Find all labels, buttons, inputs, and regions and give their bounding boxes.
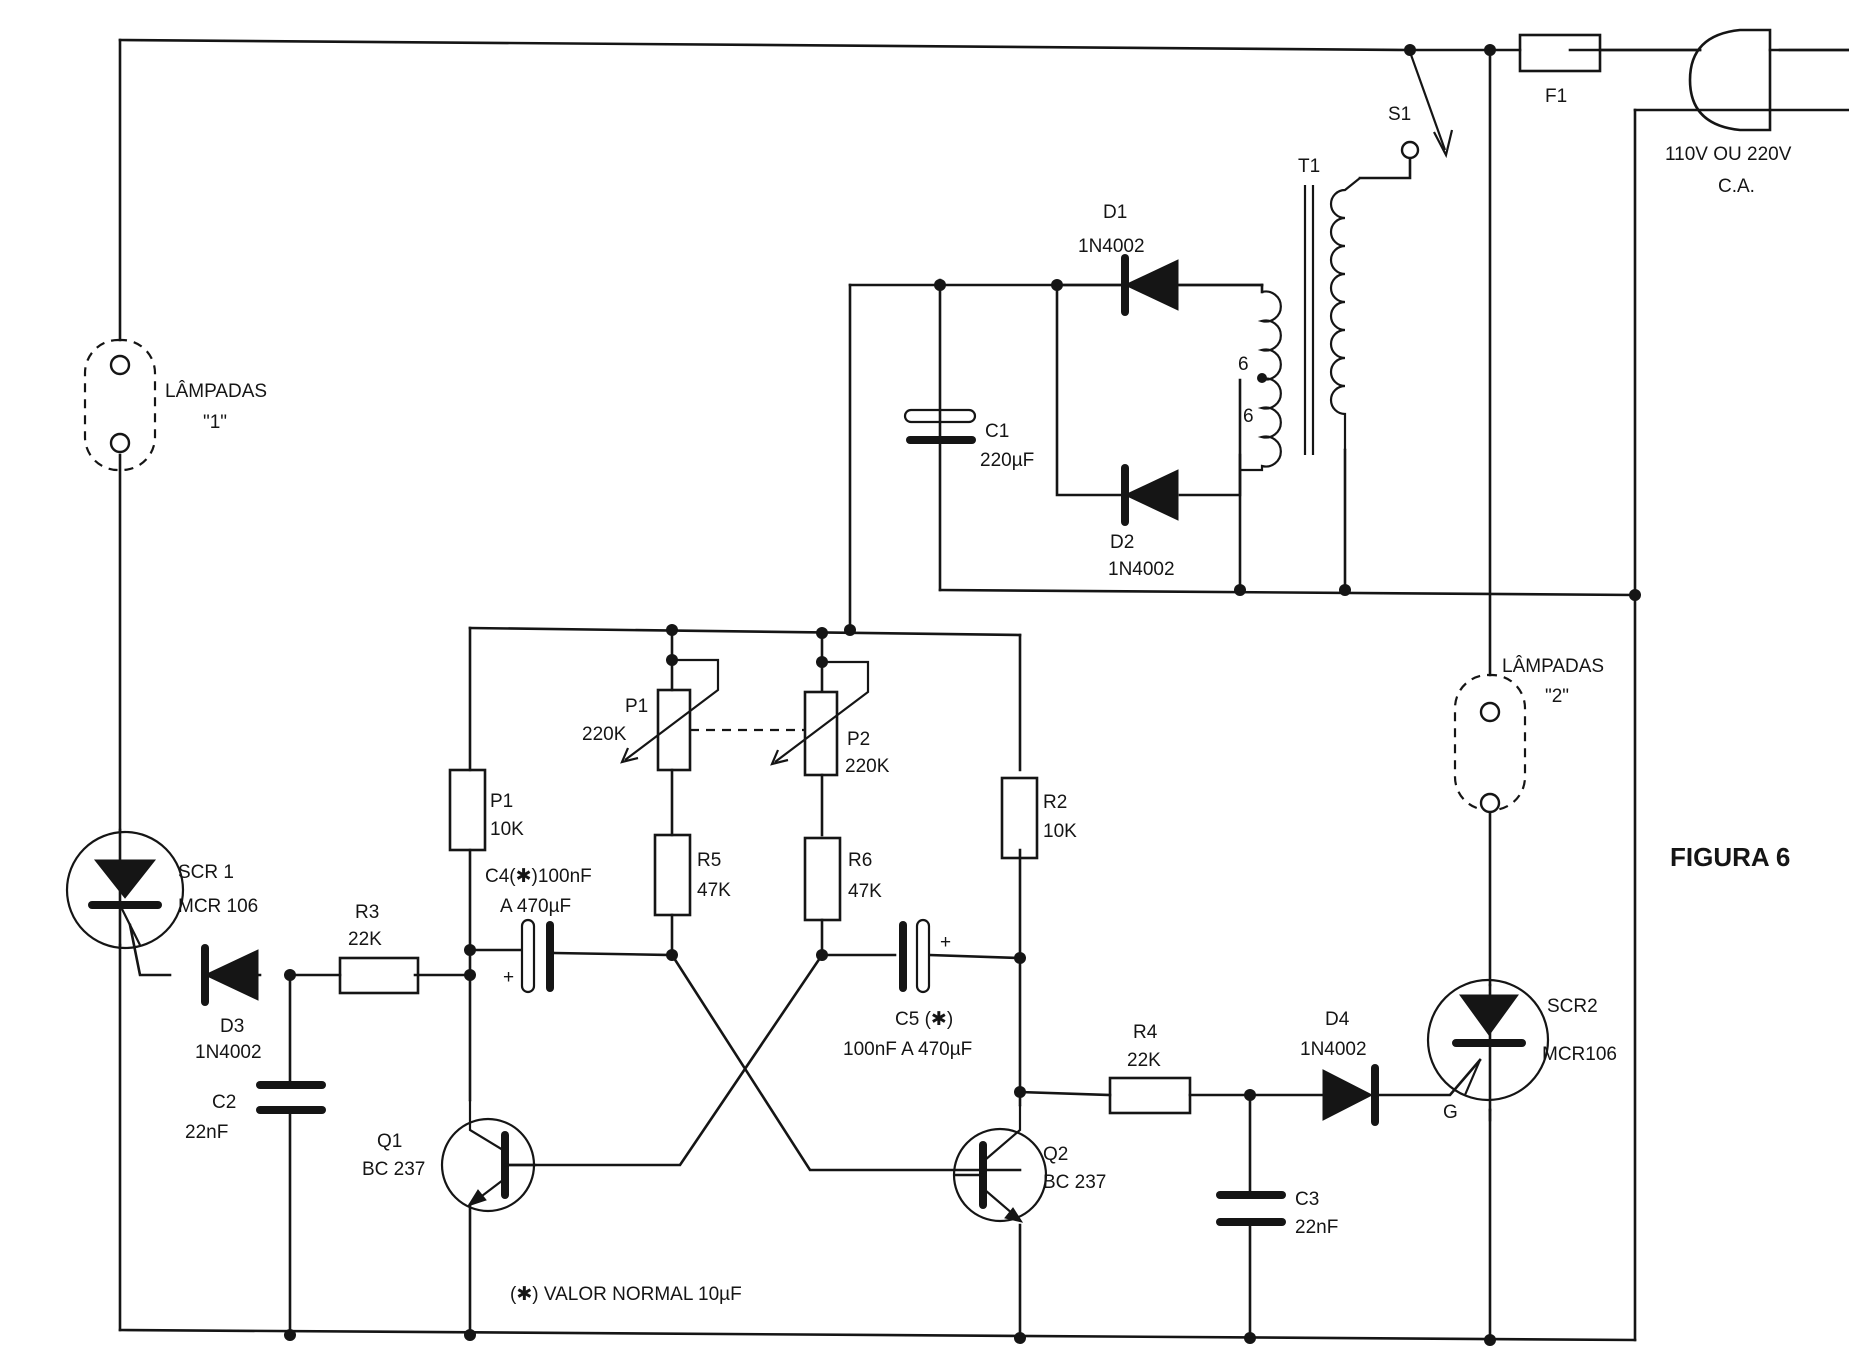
diode-d1-value: 1N4002 <box>1078 236 1145 257</box>
scr-2-symbol <box>1426 978 1550 1112</box>
transistor-q2-symbol <box>952 1105 1048 1223</box>
capacitor-c4-symbol <box>520 918 554 994</box>
capacitor-c3-symbol <box>1216 1191 1286 1226</box>
pot-p2-value: 220K <box>845 756 890 777</box>
diode-d3-symbol <box>201 944 259 1006</box>
scr-2-value: MCR106 <box>1542 1044 1617 1065</box>
transformer-tap-lower: 6 <box>1243 406 1254 427</box>
pot-p2-ref: P2 <box>847 729 870 750</box>
lamps-2-label: LÂMPADAS <box>1502 655 1604 677</box>
scr-1-ref: SCR 1 <box>178 862 234 883</box>
resistor-r3-ref: R3 <box>355 902 379 923</box>
pot-p1-ref: P1 <box>625 696 648 717</box>
diode-d3-ref: D3 <box>220 1016 244 1037</box>
resistor-r2-ref: R2 <box>1043 792 1067 813</box>
resistor-r5-ref: R5 <box>697 850 721 871</box>
capacitor-c5-ref: C5 (✱) <box>895 1009 953 1030</box>
capacitor-c4-value: A 470µF <box>500 896 571 917</box>
transformer-t1-label: T1 <box>1298 156 1320 177</box>
transistor-q2-value: BC 237 <box>1043 1172 1106 1193</box>
resistor-r5-symbol <box>653 833 692 917</box>
resistor-r5-value: 47K <box>697 880 731 901</box>
capacitor-c4-ref: C4(✱)100nF <box>485 866 592 887</box>
transistor-q2-ref: Q2 <box>1043 1144 1068 1165</box>
transformer-t1-symbol <box>1240 177 1361 472</box>
resistor-r4-ref: R4 <box>1133 1022 1158 1043</box>
transistor-q1-ref: Q1 <box>377 1131 402 1152</box>
capacitor-normal-value-note: (✱) VALOR NORMAL 10µF <box>510 1284 742 1305</box>
diode-d2-symbol <box>1121 464 1179 526</box>
figure-title: FIGURA 6 <box>1670 842 1790 872</box>
mains-plug-symbol <box>1688 28 1849 132</box>
diode-d4-value: 1N4002 <box>1300 1039 1367 1060</box>
fuse-f1-symbol <box>1518 33 1602 73</box>
pot-p2-symbol <box>770 660 870 777</box>
diode-d2-value: 1N4002 <box>1108 559 1175 580</box>
capacitor-c5-symbol <box>899 918 931 994</box>
mains-voltage-label: 110V OU 220V <box>1665 144 1792 165</box>
lamps-2-group: "2" <box>1545 686 1569 707</box>
capacitor-c5-value: 100nF A 470µF <box>843 1039 972 1060</box>
fuse-f1-label: F1 <box>1545 86 1567 107</box>
diode-d4-symbol <box>1322 1064 1379 1126</box>
resistor-p1-10k-symbol <box>448 768 487 852</box>
lamps-1-group: "1" <box>203 412 227 433</box>
diode-d3-value: 1N4002 <box>195 1042 262 1063</box>
lamps-1-symbol <box>83 338 157 472</box>
resistor-r6-value: 47K <box>848 881 882 902</box>
scr-1-symbol <box>65 828 185 950</box>
capacitor-c2-value: 22nF <box>185 1122 228 1143</box>
resistor-r4-value: 22K <box>1127 1050 1161 1071</box>
diode-d2-ref: D2 <box>1110 532 1134 553</box>
capacitor-c2-ref: C2 <box>212 1092 236 1113</box>
transistor-q1-symbol <box>440 1100 537 1213</box>
transformer-tap-upper: 6 <box>1238 354 1249 375</box>
capacitor-c1-value: 220µF <box>980 450 1034 471</box>
resistor-r4-symbol <box>1108 1076 1192 1115</box>
capacitor-c3-value: 22nF <box>1295 1217 1338 1238</box>
diode-d1-symbol <box>1055 254 1264 316</box>
scr-2-ref: SCR2 <box>1547 996 1598 1017</box>
resistor-r3-symbol <box>338 956 420 995</box>
capacitor-c1-ref: C1 <box>985 421 1009 442</box>
lamps-2-symbol <box>1453 673 1527 814</box>
capacitor-c5-polarity: + <box>940 932 951 953</box>
diode-d4-ref: D4 <box>1325 1009 1350 1030</box>
pot-p1-value: 220K <box>582 724 627 745</box>
switch-s1-contact <box>1400 140 1420 160</box>
junctions <box>284 44 1641 1346</box>
resistor-p1-value: 10K <box>490 819 524 840</box>
capacitor-c2-symbol <box>256 1081 326 1114</box>
resistor-r2-value: 10K <box>1043 821 1077 842</box>
resistor-p1-ref: P1 <box>490 791 513 812</box>
capacitor-c3-ref: C3 <box>1295 1189 1319 1210</box>
lamps-1-label: LÂMPADAS <box>165 380 267 402</box>
capacitor-c4-polarity: + <box>503 967 514 988</box>
switch-s1-label: S1 <box>1388 104 1411 125</box>
scr-1-value: MCR 106 <box>178 896 258 917</box>
resistor-r3-value: 22K <box>348 929 382 950</box>
mains-type-label: C.A. <box>1718 176 1755 197</box>
diode-d1-ref: D1 <box>1103 202 1127 223</box>
resistor-r6-ref: R6 <box>848 850 872 871</box>
resistor-r6-symbol <box>803 836 842 922</box>
resistor-r2-symbol <box>1000 776 1039 860</box>
capacitor-c1-symbol <box>903 408 977 444</box>
transistor-q1-value: BC 237 <box>362 1159 425 1180</box>
scr-2-gate-label: G <box>1443 1102 1458 1123</box>
